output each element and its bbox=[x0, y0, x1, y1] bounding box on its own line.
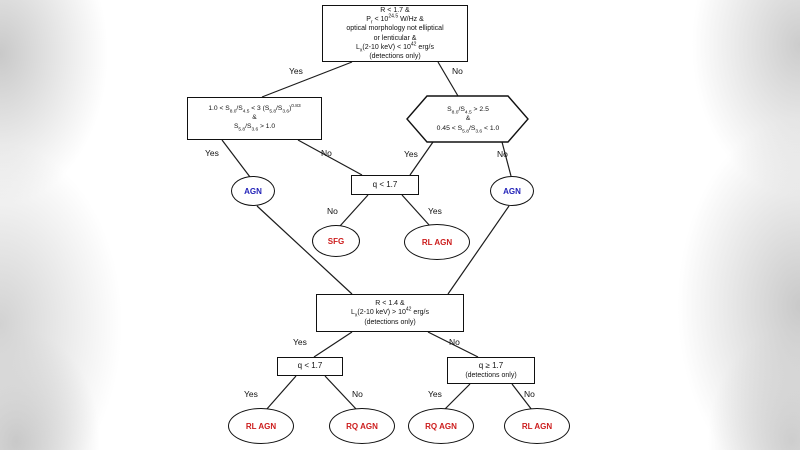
condition-line: or lenticular & bbox=[373, 34, 417, 42]
edge-label-yes: Yes bbox=[428, 206, 442, 216]
edge-iracwide-yes-line bbox=[221, 139, 251, 178]
rq-agn-bottom-right-node: RQ AGN bbox=[408, 408, 474, 444]
edge-stage2-yes-line bbox=[313, 331, 353, 358]
condition-line: Lx(2-10 keV) > 1042 erg/s bbox=[351, 307, 429, 319]
sfg-result-node: SFG bbox=[312, 225, 360, 257]
edge-label-yes: Yes bbox=[205, 148, 219, 158]
edge-label-no: No bbox=[452, 66, 463, 76]
condition-line: & bbox=[252, 114, 257, 122]
edge-qright-yes-line bbox=[443, 383, 471, 411]
rl-agn-bottom-left-node: RL AGN bbox=[228, 408, 294, 444]
condition-line: R < 1.7 & bbox=[380, 7, 410, 15]
edge-label-no: No bbox=[524, 389, 535, 399]
condition-line: q < 1.7 bbox=[372, 179, 398, 189]
condition-line: & bbox=[465, 115, 471, 123]
agn-right-node: AGN bbox=[490, 176, 534, 206]
rl-agn-mid-result-node: RL AGN bbox=[404, 224, 470, 260]
agn-left-node: AGN bbox=[231, 176, 275, 206]
edge-iracnarrow-no-line bbox=[501, 141, 512, 177]
condition-line: optical morphology not elliptical bbox=[346, 25, 444, 33]
irac-wide-condition-box: 1.0 < S8.0/S4.5 < 3 (S5.8/S3.6)0.83 & S5… bbox=[187, 97, 322, 140]
edge-qtop-yes-line bbox=[401, 194, 431, 227]
q-right-box: q ≥ 1.7 (detections only) bbox=[447, 357, 535, 384]
condition-line: S8.0/S4.5 > 2.5 bbox=[447, 106, 489, 116]
edge-qleft-yes-line bbox=[265, 375, 297, 411]
q-left-box: q < 1.7 bbox=[277, 357, 343, 376]
edge-qtop-no-line bbox=[339, 194, 369, 227]
condition-line: q ≥ 1.7 bbox=[478, 360, 504, 370]
edge-root-yes-line bbox=[261, 61, 353, 98]
edge-label-yes: Yes bbox=[244, 389, 258, 399]
condition-line: S5.8/S3.6 > 1.0 bbox=[233, 122, 276, 133]
edge-label-yes: Yes bbox=[293, 337, 307, 347]
stage2-condition-box: R < 1.4 & Lx(2-10 keV) > 1042 erg/s (det… bbox=[316, 294, 464, 332]
condition-line: (detections only) bbox=[465, 372, 517, 380]
condition-line: q < 1.7 bbox=[297, 361, 323, 371]
condition-line: Pr < 1024.5 W/Hz & bbox=[366, 13, 424, 26]
root-condition-box: R < 1.7 & Pr < 1024.5 W/Hz & optical mor… bbox=[322, 5, 468, 62]
edge-label-yes: Yes bbox=[404, 149, 418, 159]
condition-line: (detections only) bbox=[369, 52, 421, 60]
irac-narrow-condition-text: S8.0/S4.5 > 2.5 & 0.45 < S5.8/S3.6 < 1.0 bbox=[412, 96, 524, 142]
edge-label-no: No bbox=[449, 337, 460, 347]
condition-line: R < 1.4 & bbox=[375, 300, 405, 308]
edge-label-no: No bbox=[352, 389, 363, 399]
condition-line: 0.45 < S5.8/S3.6 < 1.0 bbox=[436, 124, 500, 134]
condition-line: 1.0 < S8.0/S4.5 < 3 (S5.8/S3.6)0.83 bbox=[208, 104, 301, 115]
edge-label-yes: Yes bbox=[428, 389, 442, 399]
edge-label-no: No bbox=[497, 149, 508, 159]
edge-label-no: No bbox=[321, 148, 332, 158]
condition-line: Lx(2-10 keV) < 1042 erg/s bbox=[356, 41, 434, 53]
rl-agn-bottom-right-node: RL AGN bbox=[504, 408, 570, 444]
rq-agn-bottom-left-node: RQ AGN bbox=[329, 408, 395, 444]
condition-line: (detections only) bbox=[364, 318, 416, 326]
edge-label-no: No bbox=[327, 206, 338, 216]
edge-label-yes: Yes bbox=[289, 66, 303, 76]
q-top-box: q < 1.7 bbox=[351, 175, 419, 195]
